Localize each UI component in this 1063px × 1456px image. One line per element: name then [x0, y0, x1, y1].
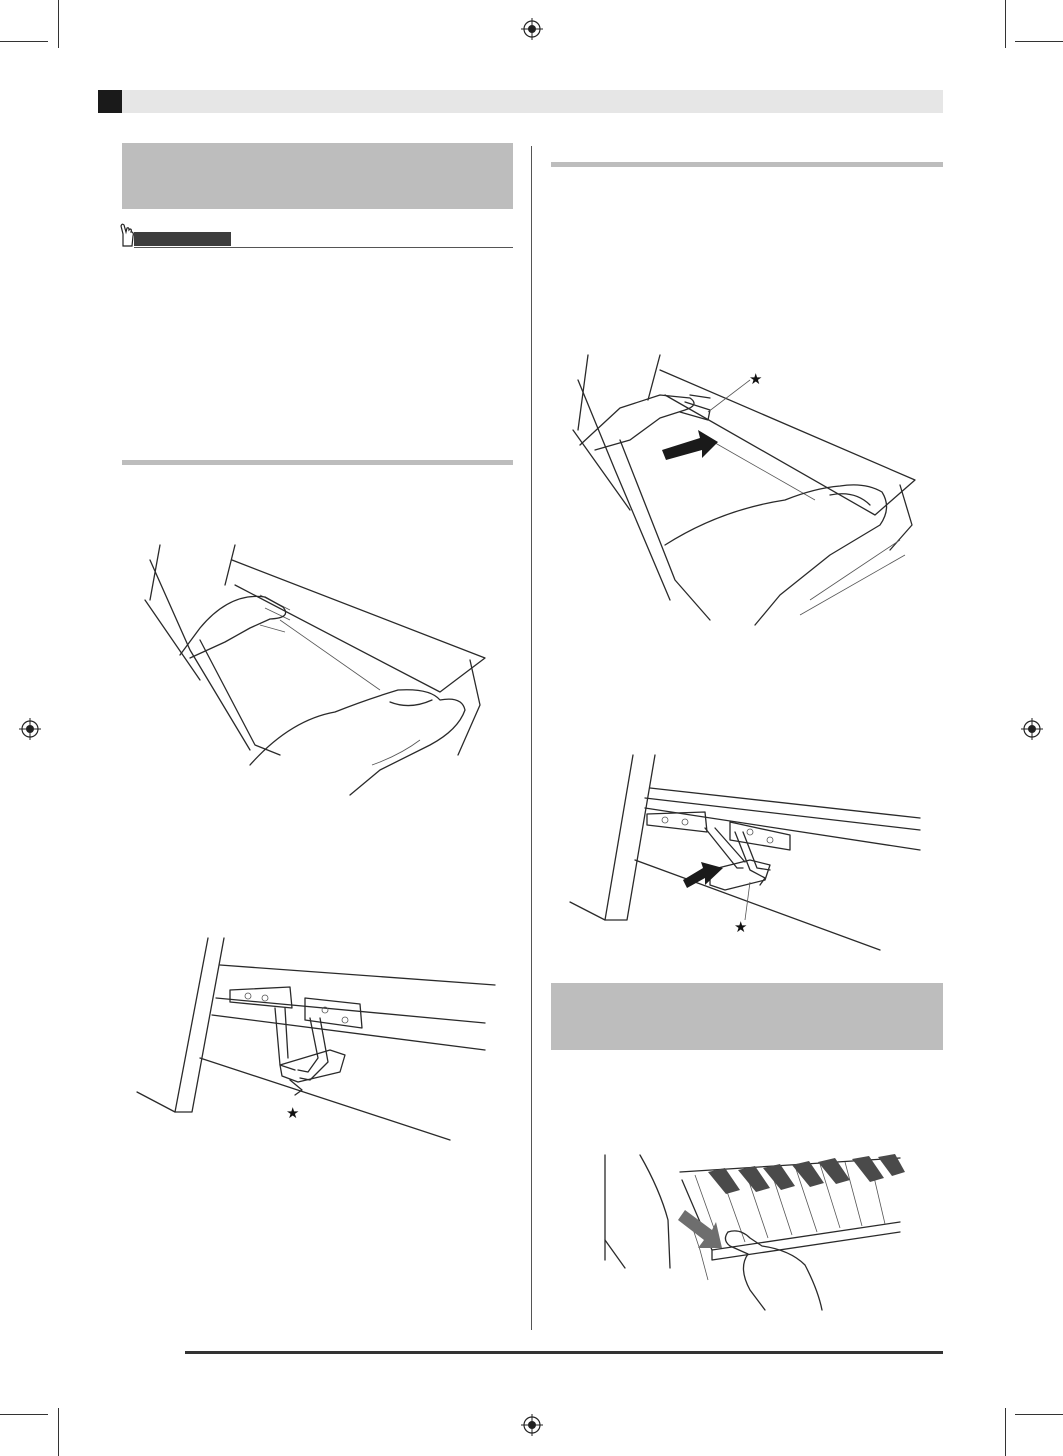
important-divider [134, 247, 513, 248]
crop-mark [1005, 0, 1006, 48]
right-section-heading-box [551, 983, 943, 1050]
left-star-marker: ★ [286, 1106, 299, 1121]
pedal-cord-bracket-illustration [130, 930, 500, 1145]
crop-mark [1015, 41, 1063, 42]
right-star-marker-top: ★ [749, 372, 762, 387]
hands-installing-lid-bracket-illustration [570, 350, 920, 630]
important-label-bar [134, 232, 231, 246]
footer-rule [185, 1351, 943, 1354]
crop-mark [58, 1408, 59, 1456]
crop-mark [1015, 1414, 1063, 1415]
left-subsection-rule [122, 460, 513, 465]
right-subsection-rule [551, 162, 943, 167]
registration-mark-icon [19, 718, 41, 740]
column-divider [531, 146, 532, 1330]
registration-mark-icon [1021, 718, 1043, 740]
registration-mark-icon [521, 1414, 543, 1436]
registration-mark-icon [521, 18, 543, 40]
crop-mark [1005, 1408, 1006, 1456]
hands-lowering-keyboard-lid-illustration [140, 540, 500, 800]
left-section-heading-box [122, 143, 513, 209]
crop-mark [0, 1414, 48, 1415]
crop-mark [58, 0, 59, 48]
right-star-marker-bottom: ★ [734, 920, 747, 935]
page-header-tab [98, 90, 122, 113]
crop-mark [0, 41, 48, 42]
page-header-band [98, 90, 943, 113]
finger-pressing-keyboard-key-illustration [600, 1150, 930, 1315]
